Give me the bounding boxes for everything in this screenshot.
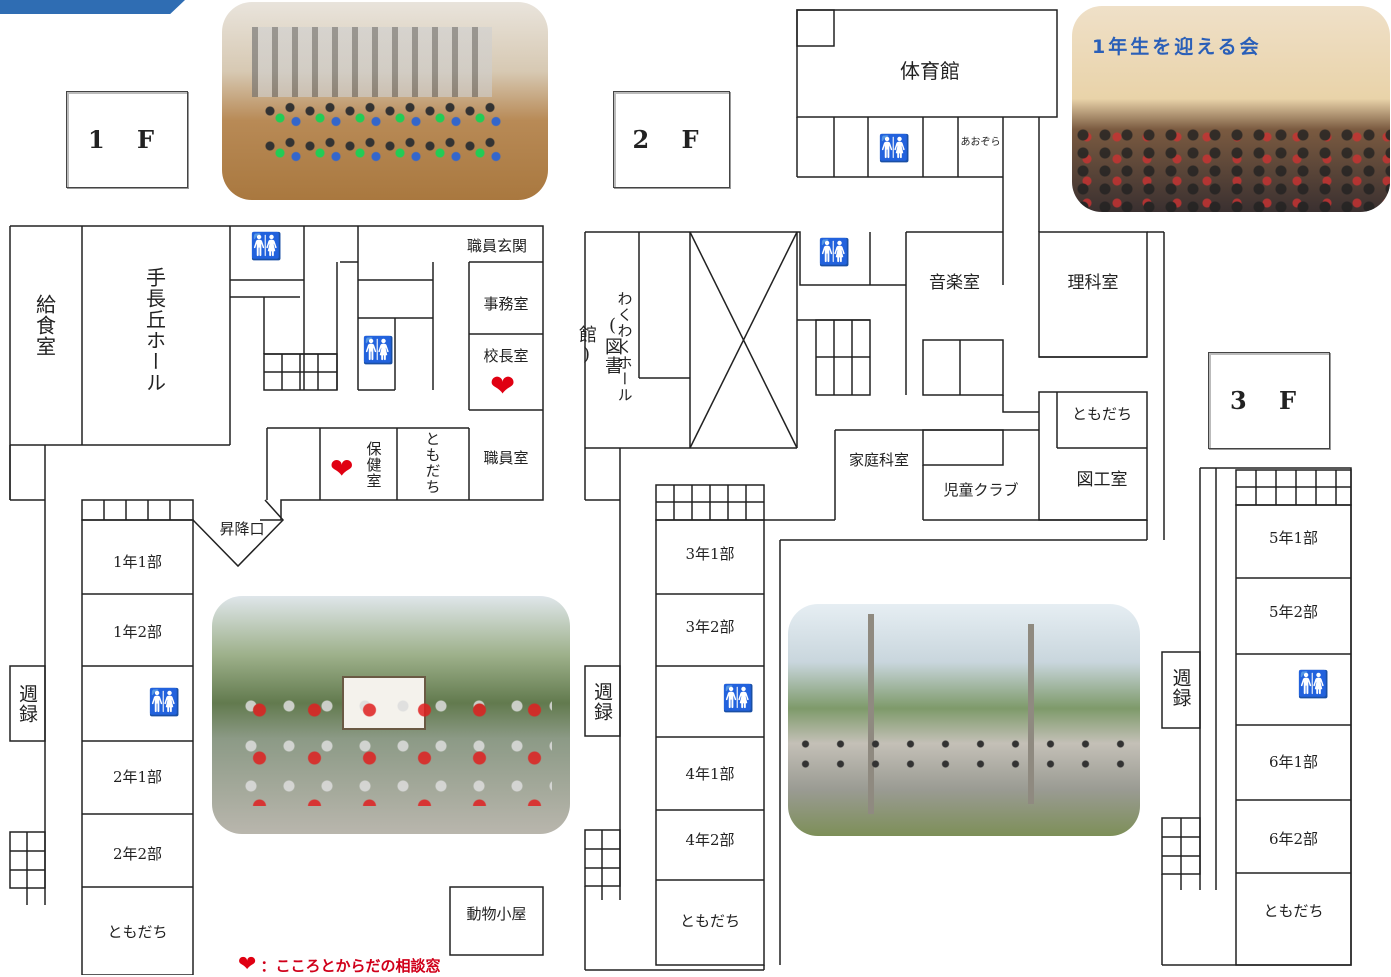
weekly-record-1f: 週録 [16,684,38,724]
room-g6-1: 6年1部 [1268,752,1319,771]
room-hall: 手長丘ホール [142,267,167,393]
room-home-ec: 家庭科室 [848,450,909,469]
toilet-icon: 🚻 [250,232,283,262]
room-wakuwaku: わくわくホール [615,291,634,403]
room-friends2-1f: ともだち [107,922,168,941]
floor-label-1f: 1 F [66,91,188,188]
toilet-icon: 🚻 [148,688,181,718]
room-friends-3f: ともだち [1263,901,1324,920]
toilet-icon: 🚻 [1297,670,1330,700]
toilet-icon: 🚻 [722,684,755,714]
photo-sportsfield [788,604,1140,836]
room-g3-2: 3年2部 [685,617,735,636]
weekly-record-2f: 週録 [591,682,613,722]
room-g1-2: 1年2部 [112,622,163,641]
room-staff-room: 職員室 [483,448,529,467]
room-aozora: あおぞら [960,136,1001,148]
ceremony-banner: 1年生を迎える会 [1092,36,1262,58]
room-friends-2f: ともだち [1071,404,1132,423]
heart-icon: ❤ [490,369,516,404]
room-g5-1: 5年1部 [1268,528,1319,547]
room-staff-entrance: 職員玄関 [466,236,527,255]
room-health: 保健室 [364,441,383,489]
photo-schoolyard [212,596,570,834]
room-g6-2: 6年2部 [1268,829,1319,848]
floor-label-3f: 3 F [1208,352,1330,449]
room-g2-1: 2年1部 [112,767,163,786]
room-friends-1f: ともだち [423,431,442,495]
room-entrance: 昇降口 [219,519,265,538]
photo-ceremony: 1年生を迎える会 [1072,6,1390,212]
room-office: 事務室 [483,294,529,313]
room-library: (図書館) [576,315,623,375]
weekly-record-3f: 週録 [1169,668,1192,708]
room-science: 理科室 [1067,272,1119,293]
toilet-icon: 🚻 [362,336,395,366]
toilet-icon: 🚻 [818,238,851,268]
corner-accent [0,0,185,14]
room-friends2-2f: ともだち [679,911,740,930]
legend-text: ：こころとからだの相談窓 [260,956,441,975]
heart-icon: ❤ [238,952,257,977]
room-gym: 体育館 [900,58,960,83]
room-g4-1: 4年1部 [685,764,735,783]
room-kitchen: 給食室 [32,293,57,357]
room-art: 図工室 [1076,469,1128,490]
floor-label-2f: 2 F [613,91,730,188]
heart-icon: ❤ [330,452,354,485]
room-g2-2: 2年2部 [112,844,163,863]
room-g1-1: 1年1部 [112,552,163,571]
room-g4-2: 4年2部 [685,830,735,849]
toilet-icon: 🚻 [878,134,911,164]
room-principal: 校長室 [483,346,529,365]
room-music: 音楽室 [929,272,980,293]
room-g3-1: 3年1部 [685,544,735,563]
legend: ❤ ：こころとからだの相談窓 [238,954,440,976]
photo-hall [222,2,548,200]
room-kids-club: 児童クラブ [943,480,1019,499]
room-animal-hut: 動物小屋 [466,904,527,923]
room-g5-2: 5年2部 [1268,602,1319,621]
